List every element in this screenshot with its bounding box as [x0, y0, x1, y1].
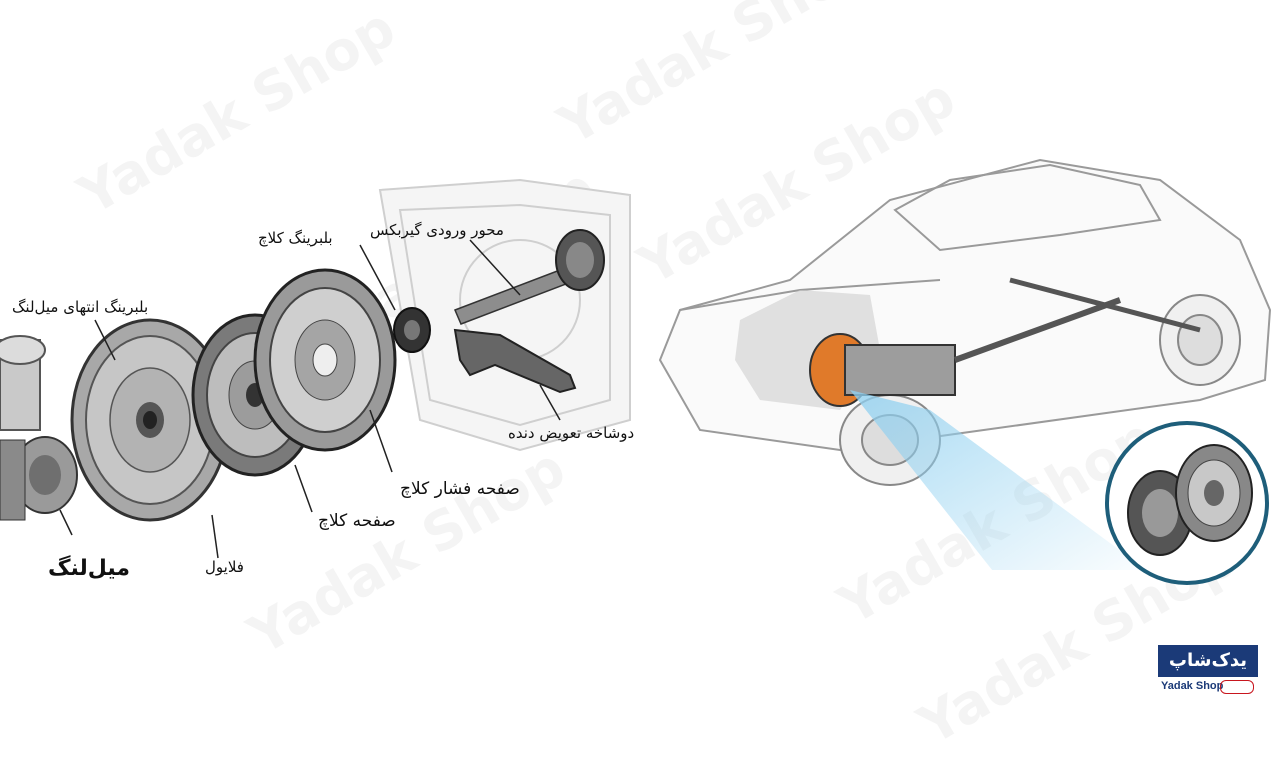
- highlight-beam: [850, 390, 1147, 570]
- label-shift-fork: دوشاخه تعویض دنده: [508, 424, 635, 442]
- logo-name-fa: یدک‌شاپ: [1158, 645, 1258, 677]
- shift-fork-drawing: [453, 328, 577, 394]
- crankshaft-drawing: [0, 335, 78, 521]
- label-crank-end-bearing: بلبرینگ انتهای میل‌لنگ: [12, 298, 149, 316]
- car-drivetrain-diagram: [658, 158, 1272, 570]
- input-shaft-drawing: [454, 229, 605, 325]
- label-flywheel: فلایول: [205, 558, 244, 576]
- label-input-shaft: محور ورودی گیربکس: [370, 221, 504, 239]
- label-clutch-disc: صفحه کلاچ: [318, 511, 396, 531]
- label-pressure-plate: صفحه فشار کلاچ: [400, 479, 520, 499]
- release-bearing-drawing: [393, 307, 431, 353]
- clutch-inset: [1105, 421, 1269, 585]
- label-clutch-bearing: بلبرینگ کلاچ: [258, 229, 333, 247]
- leader-lines: [59, 239, 561, 559]
- label-crankshaft: میل‌لنگ: [48, 556, 131, 581]
- clutch-exploded-diagram: [0, 178, 631, 559]
- yadak-shop-logo: یدک‌شاپ Yadak Shop: [1158, 645, 1258, 697]
- logo-name-en: Yadak Shop: [1158, 677, 1258, 695]
- brand-badge-icon: [1220, 680, 1254, 694]
- pressure-plate-drawing: [253, 268, 397, 452]
- gearbox-unit: [809, 277, 1201, 407]
- flywheel-drawing: [70, 318, 230, 522]
